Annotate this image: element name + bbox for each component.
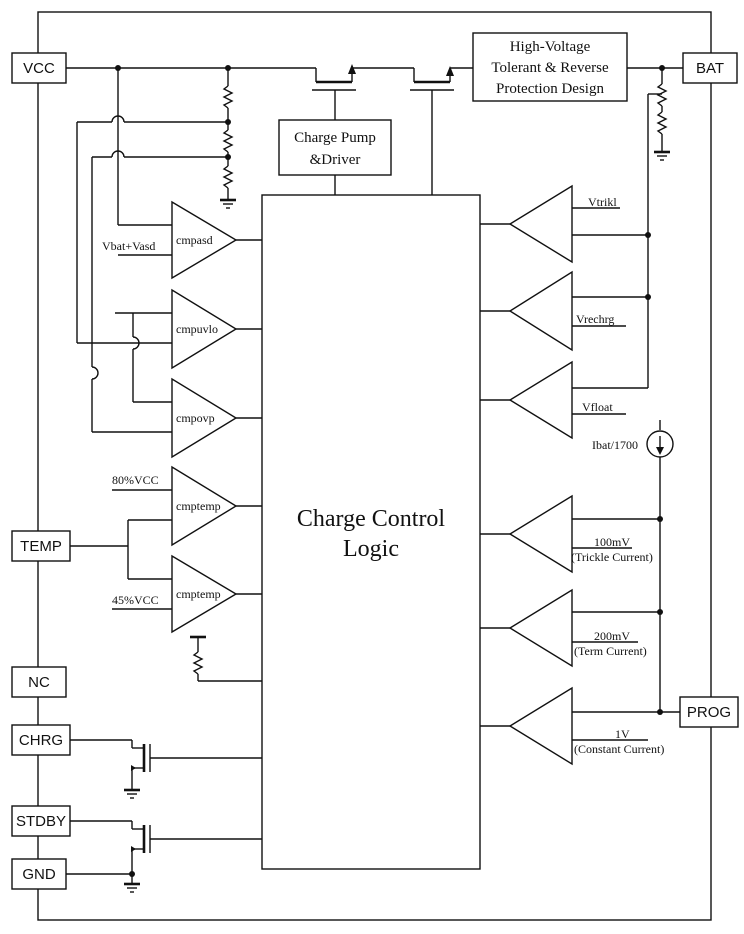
vcc45-label: 45%VCC (112, 593, 159, 607)
cmpuvlo-label: cmpuvlo (176, 322, 218, 336)
comparator-cmpuvlo: cmpuvlo (77, 288, 262, 370)
comparator-cmpasd: cmpasd Vbat+Vasd (102, 68, 262, 280)
pin-chrg: CHRG (11, 724, 71, 756)
pin-gnd: GND (11, 858, 67, 890)
temp-net (70, 520, 129, 579)
charge-control-logic: Charge Control Logic (261, 194, 481, 870)
ibat-label: Ibat/1700 (592, 438, 638, 452)
vbat-vasd-label: Vbat+Vasd (102, 239, 155, 253)
current-source: Ibat/1700 (592, 420, 680, 715)
trickle-label: (Trickle Current) (571, 550, 653, 564)
charge-pump-line-2: &Driver (310, 152, 361, 168)
amp-vtrikl: Vtrikl (480, 184, 648, 264)
cmptemp1-label: cmptemp (176, 499, 221, 513)
constant-label: (Constant Current) (574, 742, 664, 756)
chrg-transistor (70, 739, 262, 799)
charge-pump-line-1: Charge Pump (294, 130, 376, 146)
protection-line-2: Tolerant & Reverse (491, 60, 609, 76)
comparator-cmptemp-2: cmptemp 45%VCC (112, 554, 262, 634)
amp-1v: 1V (Constant Current) (480, 686, 664, 766)
amp-vrechrg: Vrechrg (480, 270, 648, 352)
amp-100mv: 100mV (Trickle Current) (480, 494, 660, 574)
pin-prog-label: PROG (687, 704, 731, 721)
vcc-divider (220, 68, 236, 209)
vtrikl-label: Vtrikl (588, 195, 617, 209)
pin-prog: PROG (679, 696, 739, 728)
cmpovp-label: cmpovp (176, 411, 215, 425)
logic-line-1: Charge Control (297, 506, 446, 532)
comparator-cmpovp: cmpovp (92, 377, 262, 459)
pin-vcc: VCC (11, 52, 67, 84)
amp-vfloat: Vfloat (480, 360, 648, 440)
vfloat-label: Vfloat (582, 400, 613, 414)
pin-nc-label: NC (28, 674, 50, 691)
stdby-transistor (66, 820, 262, 893)
pin-gnd-label: GND (22, 866, 56, 883)
cmptemp2-label: cmptemp (176, 587, 221, 601)
chip-outline (37, 11, 712, 921)
pin-bat-label: BAT (696, 60, 724, 77)
bat-divider (645, 68, 670, 388)
pulldown-resistor (190, 635, 262, 682)
pin-stdby: STDBY (11, 805, 71, 837)
vcc80-label: 80%VCC (112, 473, 159, 487)
protection-line-1: High-Voltage (510, 39, 591, 55)
charge-pump-block: Charge Pump &Driver (278, 119, 392, 176)
pin-stdby-label: STDBY (16, 813, 66, 830)
logic-line-2: Logic (343, 536, 399, 562)
pin-temp-label: TEMP (20, 538, 62, 555)
mv100-label: 100mV (594, 535, 630, 549)
comparator-cmptemp-1: cmptemp 80%VCC (112, 465, 262, 547)
power-path (66, 64, 683, 195)
term-label: (Term Current) (574, 644, 647, 658)
pin-temp: TEMP (11, 530, 71, 562)
protection-line-3: Protection Design (496, 81, 604, 97)
v1-label: 1V (615, 727, 630, 741)
mv200-label: 200mV (594, 629, 630, 643)
vrechrg-label: Vrechrg (576, 312, 614, 326)
pin-vcc-label: VCC (23, 60, 55, 77)
amp-200mv: 200mV (Term Current) (480, 588, 660, 668)
protection-block: High-Voltage Tolerant & Reverse Protecti… (472, 32, 628, 102)
pin-bat: BAT (682, 52, 738, 84)
cmpasd-label: cmpasd (176, 233, 213, 247)
pin-nc: NC (11, 666, 67, 698)
pin-chrg-label: CHRG (19, 732, 63, 749)
divider-taps (76, 115, 228, 432)
